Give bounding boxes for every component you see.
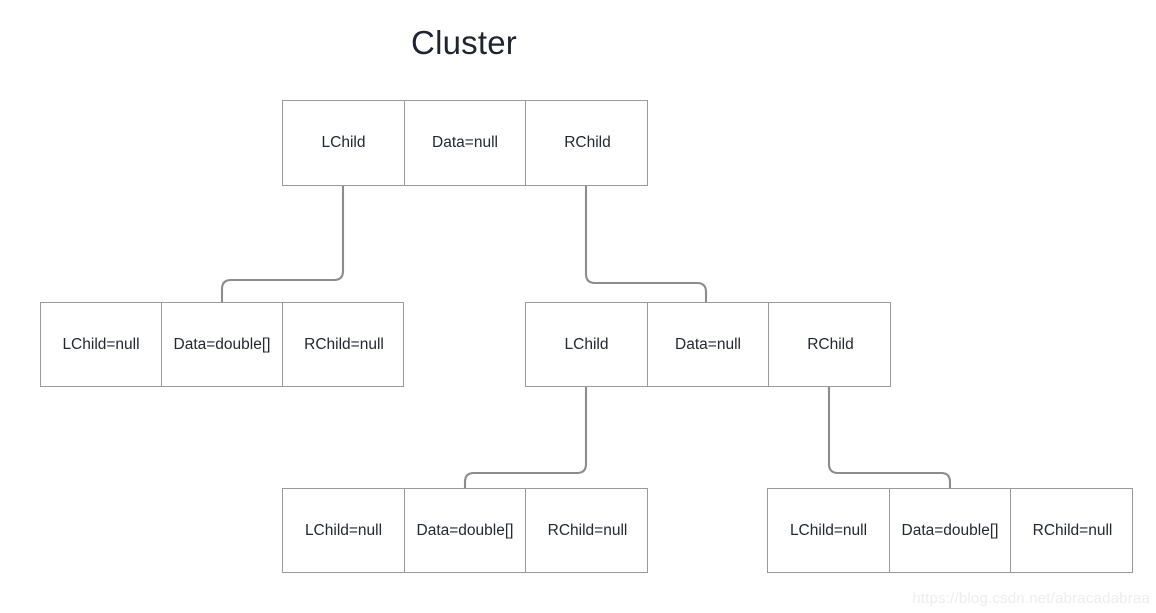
node-cell-data: Data=double[] (405, 489, 526, 572)
node-cell-lchild: LChild=null (283, 489, 405, 572)
connector-root-lchild (220, 186, 345, 302)
node-cell-rchild: RChild (807, 335, 854, 353)
watermark: https://blog.csdn.net/abracadabraa (912, 590, 1150, 607)
tree-node-root[interactable]: LChild Data=null RChild (282, 100, 648, 186)
node-cell-lchild: LChild=null (768, 489, 890, 572)
node-cell-lchild: LChild (526, 303, 648, 386)
node-cell-lchild: LChild=null (41, 303, 162, 386)
node-cell-rchild: RChild (564, 134, 611, 151)
tree-node-right-internal[interactable]: LChild Data=null RChild (525, 302, 891, 387)
page-title: Cluster (0, 22, 1156, 64)
page-title-text: Cluster (411, 24, 517, 61)
tree-node-bottom-right-leaf[interactable]: LChild=null Data=double[] RChild=null (767, 488, 1133, 573)
node-cell-rchild: RChild=null (1032, 521, 1113, 539)
node-cell-lchild: LChild (283, 101, 405, 185)
node-cell-data: Data=double[] (162, 303, 283, 386)
node-cell-rchild: RChild=null (304, 335, 384, 353)
connector-right-rchild (827, 387, 952, 488)
connector-root-rchild (584, 186, 708, 302)
node-cell-data: Data=null (648, 303, 769, 386)
tree-node-left-leaf[interactable]: LChild=null Data=double[] RChild=null (40, 302, 404, 387)
node-cell-data: Data=null (405, 101, 526, 185)
node-cell-rchild: RChild=null (547, 521, 628, 539)
node-cell-data: Data=double[] (890, 489, 1011, 572)
tree-node-bottom-left-leaf[interactable]: LChild=null Data=double[] RChild=null (282, 488, 648, 573)
connector-right-lchild (463, 387, 588, 488)
